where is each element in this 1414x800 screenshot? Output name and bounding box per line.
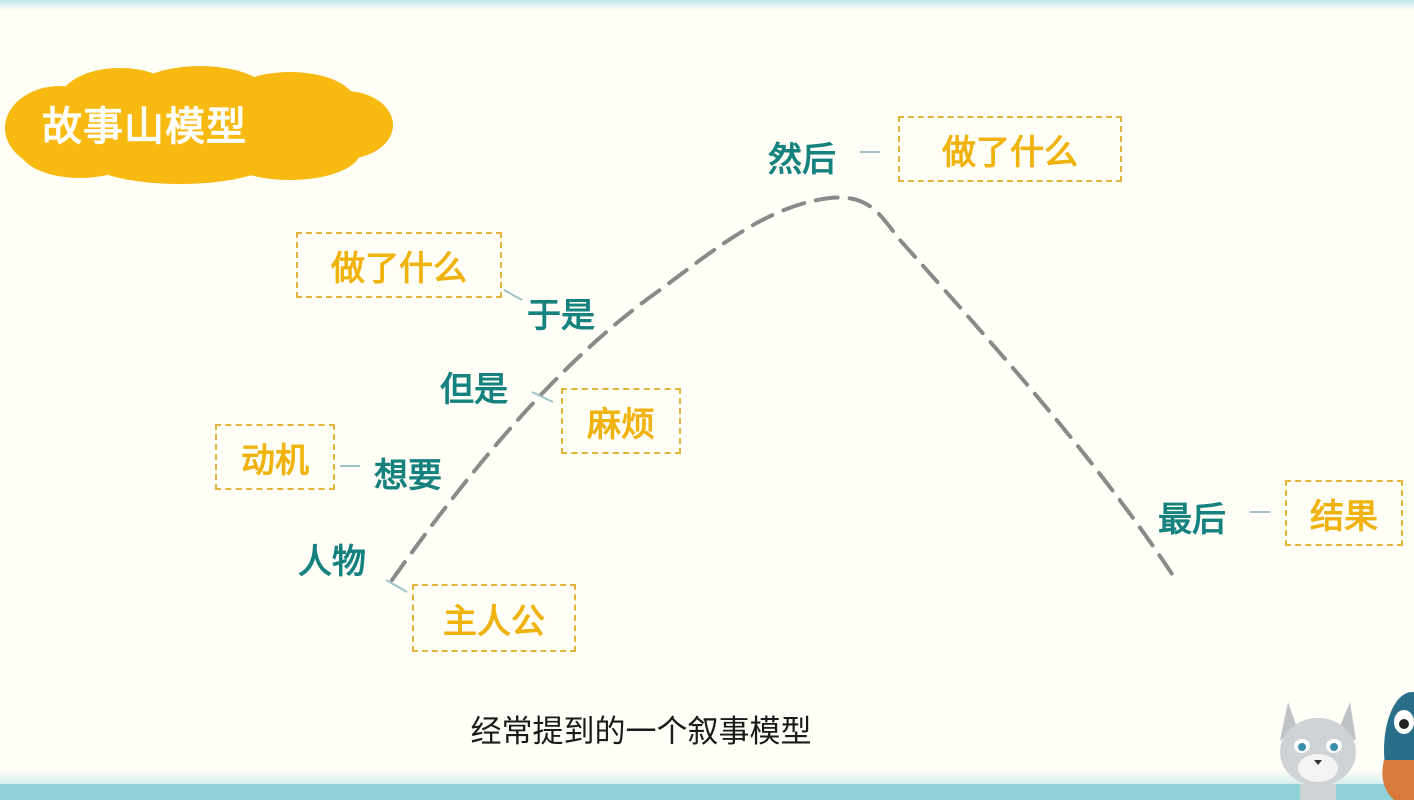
- box-trouble: 麻烦: [561, 388, 681, 454]
- paper-edge-bottom: [0, 770, 1414, 784]
- page-title: 故事山模型: [42, 104, 247, 150]
- connector-action-1: [503, 289, 523, 301]
- title-cloud-icon: [5, 66, 393, 184]
- paper-edge-top: [0, 0, 1414, 10]
- connector-protagonist: [385, 579, 408, 593]
- owl-mascot-icon: [1382, 692, 1414, 800]
- subtitle-caption: 经常提到的一个叙事模型: [470, 714, 812, 750]
- box-motive: 动机: [215, 424, 335, 490]
- story-mountain-curve: [390, 195, 1174, 582]
- box-action-2: 做了什么: [898, 116, 1122, 182]
- connector-lines: [340, 151, 1270, 593]
- cat-mascot-icon: [1280, 702, 1356, 800]
- stage-protagonist-label: 人物: [298, 542, 366, 582]
- stage-so-label: 于是: [527, 296, 595, 336]
- stage-want-label: 想要: [374, 456, 442, 496]
- box-protagonist: 主人公: [412, 584, 576, 652]
- box-result: 结果: [1285, 480, 1403, 546]
- stage-then-label: 然后: [768, 140, 836, 180]
- stage-but-label: 但是: [440, 370, 508, 410]
- connector-trouble: [531, 391, 554, 403]
- stage-finally-label: 最后: [1158, 500, 1226, 540]
- box-action-1: 做了什么: [296, 232, 502, 298]
